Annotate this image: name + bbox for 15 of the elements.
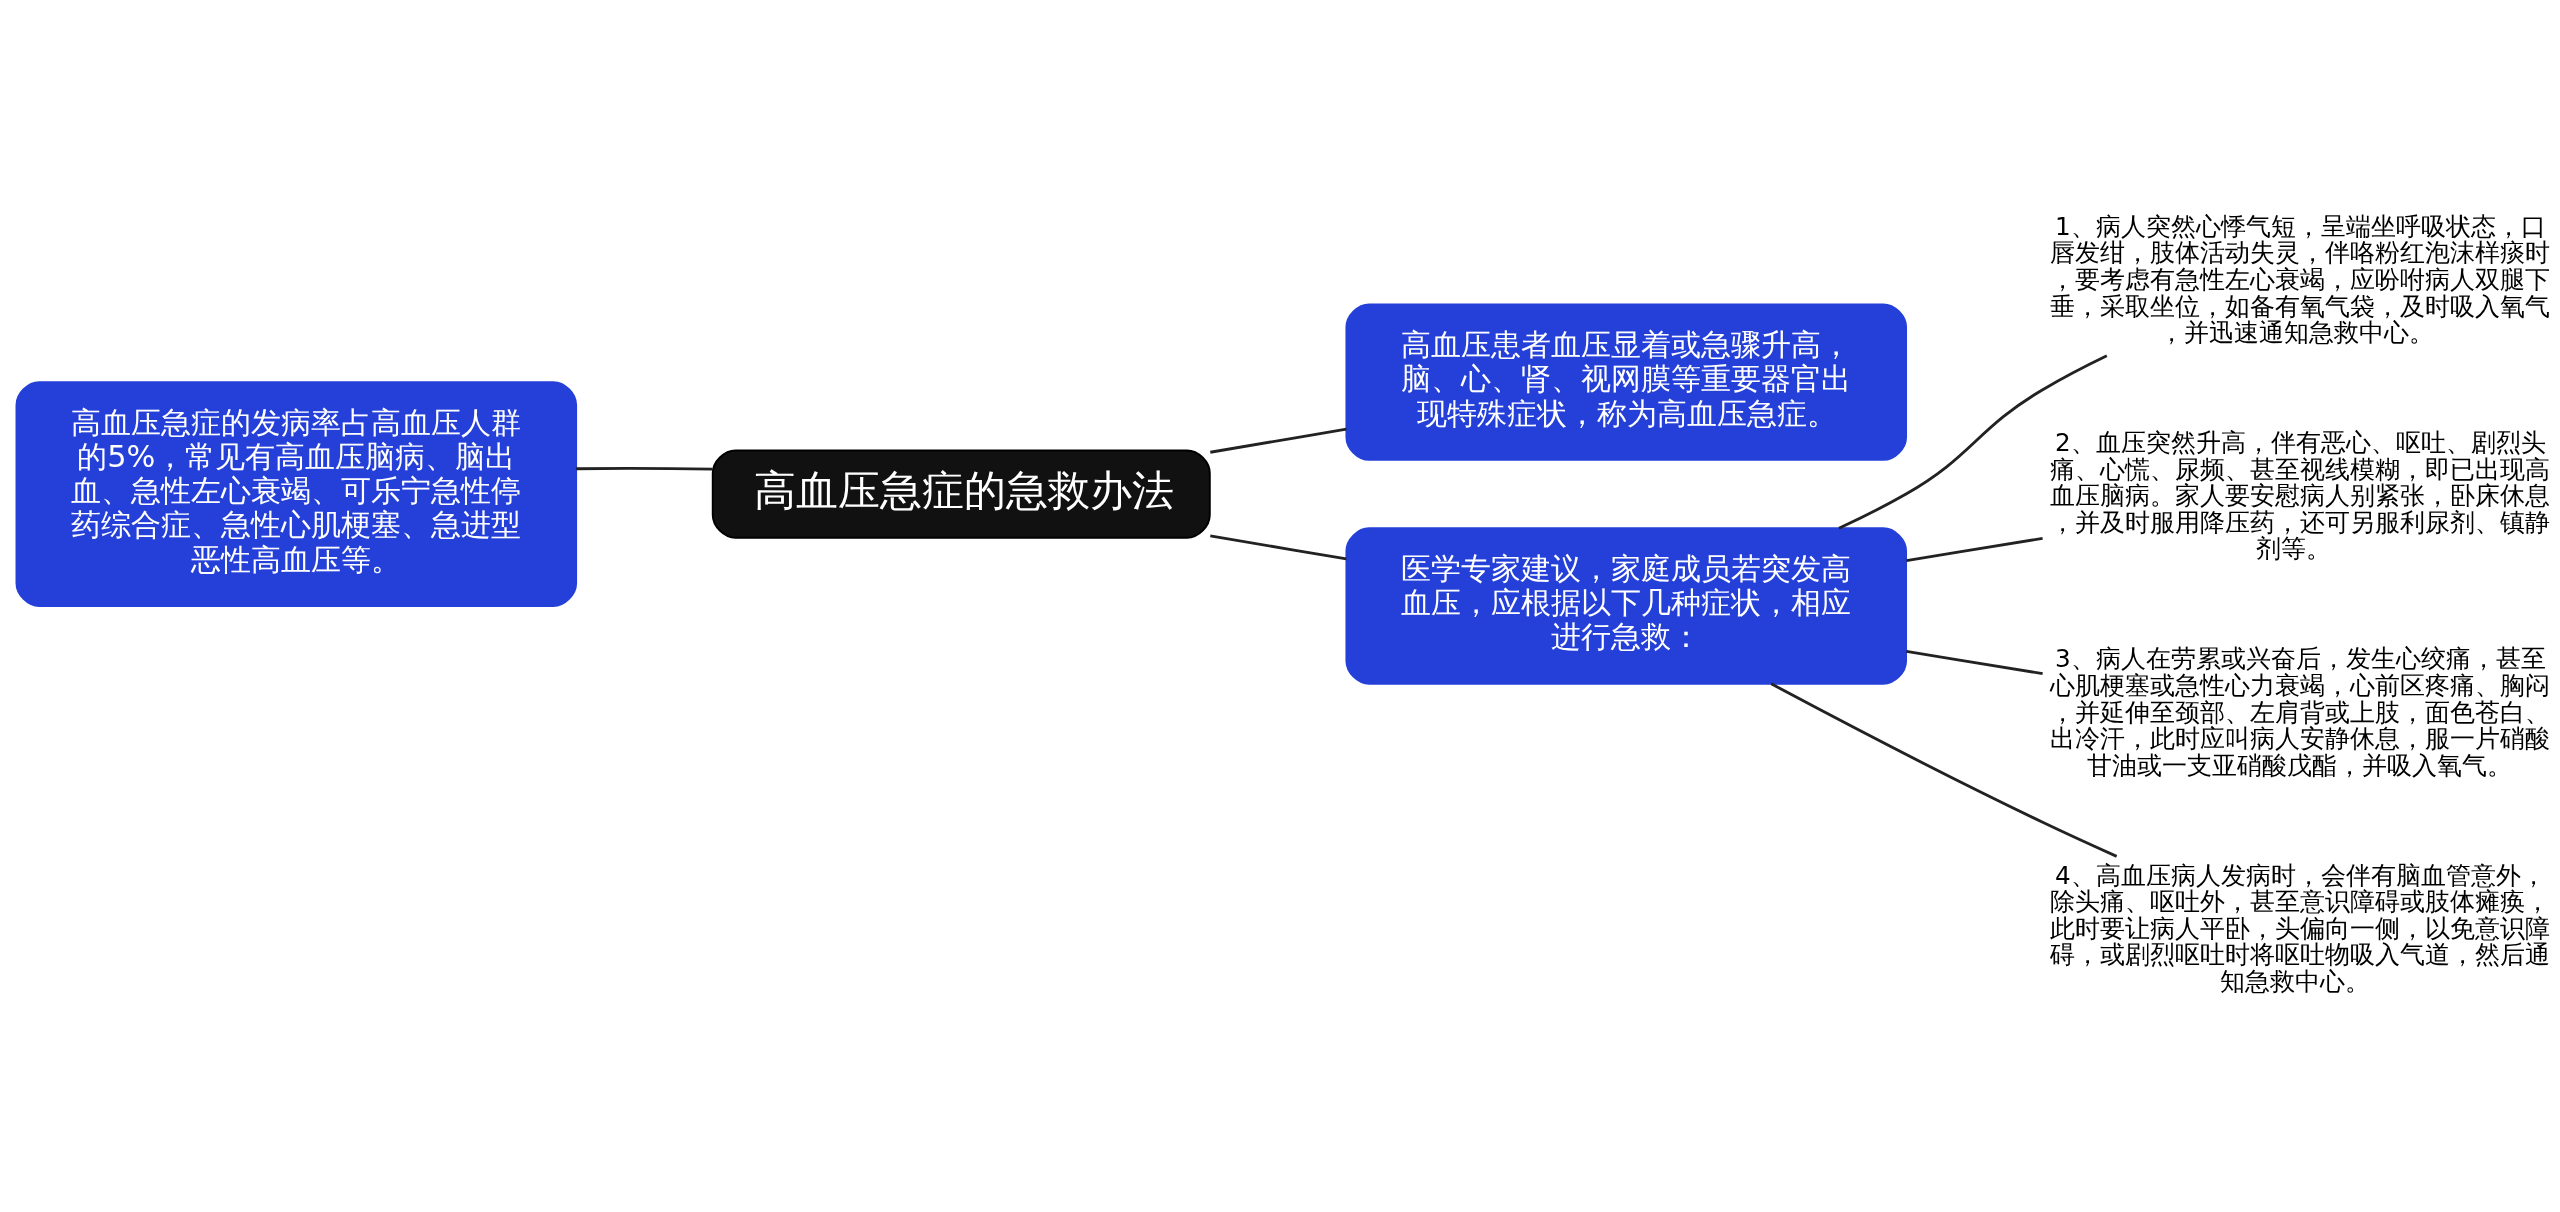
connector	[1906, 537, 2043, 562]
connector	[1906, 650, 2043, 675]
node-box: 医学专家建议，家庭成员若突发高血压，应根据以下几种症状，相应进行急救：	[1345, 527, 1907, 685]
connector	[1210, 427, 1347, 454]
node-text: 1、病人突然心悸气短，呈端坐呼吸状态，口唇发绀，肢体活动失灵，伴咯粉红泡沫样痰时，要考虑有急性左心衰竭，应吩咐病人双腿下垂，采取坐位，如备有氧气袋，及时吸入氧气，并迅速通知急救中心。	[2050, 211, 2551, 348]
node-box: 高血压急症的发病率占高血压人群的5%，常见有高血压脑病、脑出血、急性左心衰竭、可乐宁急性停药综合症、急性心肌梗塞、急进型恶性高血压等。	[15, 381, 578, 607]
connector	[1210, 534, 1347, 561]
node-text: 3、病人在劳累或兴奋后，发生心绞痛，甚至心肌梗塞或急性心力衰竭，心前区疼痛、胸闷，并延伸至颈部、左肩背或上肢，面色苍白、出冷汗，此时应叫病人安静休息，服一片硝酸甘油或一支亚硝酸戊酯，并吸入氧气。	[2050, 644, 2551, 780]
connector	[1770, 682, 2118, 858]
connector	[1838, 354, 2108, 530]
node-box: 高血压急症的急救办法	[711, 449, 1211, 539]
node-box: 高血压患者血压显着或急骤升高，脑、心、肾、视网膜等重要器官出现特殊症状，称为高血压急症。	[1345, 303, 1907, 461]
node-text: 2、血压突然升高，伴有恶心、呕吐、剧烈头痛、心慌、尿频、甚至视线模糊，即已出现高血压脑病。家人要安慰病人别紧张，卧床休息，并及时服用降压药，还可另服利尿剂、镇静剂等。	[2050, 428, 2551, 564]
connector	[576, 467, 713, 471]
node-text: 4、高血压病人发病时，会伴有脑血管意外，除头痛、呕吐外，甚至意识障碍或肢体瘫痪，此时要让病人平卧，头偏向一侧，以免意识障碍，或剧烈呕吐时将呕吐物吸入气道，然后通知急救中心。	[2050, 860, 2551, 996]
